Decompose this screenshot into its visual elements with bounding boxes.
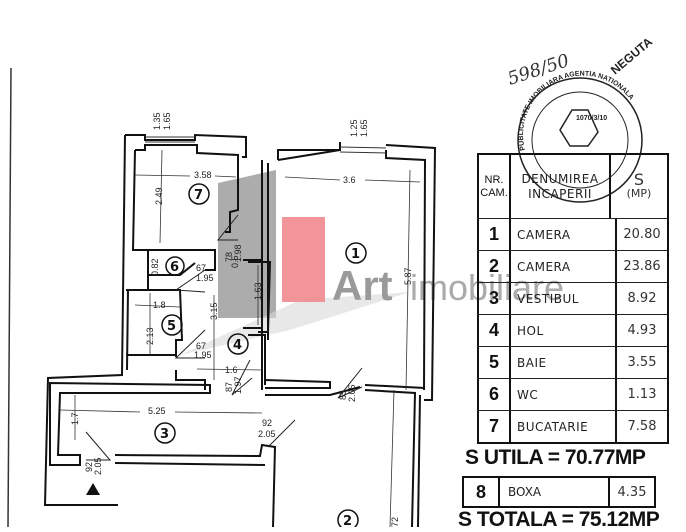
entrance-marker-icon [86, 483, 100, 495]
dim-room5-height: 2.13 [145, 327, 155, 345]
dim-room1-height: 5.87 [403, 267, 413, 285]
room-nr: 3 [479, 283, 511, 314]
door-label-top: 85 [338, 390, 348, 400]
room-area: 7.58 [627, 419, 657, 434]
rooms-table: NR. CAM. DENUMIREA INCAPERII S (MP) 1 CA… [477, 153, 669, 444]
room-area: 23.86 [623, 259, 661, 274]
window-label-a: 1.35 [152, 112, 162, 130]
dim-room3-width: 5.25 [148, 406, 166, 416]
room-name: BUCATARIE [511, 411, 617, 442]
table-row: 7 BUCATARIE 7.58 [479, 410, 667, 442]
header-denumire-line1: DENUMIREA [521, 171, 599, 186]
table-row: 1 CAMERA 20.80 [479, 218, 667, 250]
dim-room2: 72 [390, 517, 400, 527]
door-label-top: 67 [196, 263, 206, 273]
header-area-line1: S [633, 169, 645, 189]
page-edge-line [7, 67, 12, 527]
table-row: 5 BAIE 3.55 [479, 346, 667, 378]
dim-room7-width: 3.58 [194, 170, 212, 180]
table-row: 6 WC 1.13 [479, 378, 667, 410]
window-label-b: 1.65 [359, 119, 369, 137]
room-name: WC [511, 379, 617, 410]
windows [145, 136, 387, 154]
room-nr: 1 [479, 219, 511, 250]
door-swings [85, 214, 363, 461]
room-area: 4.93 [627, 323, 657, 338]
watermark-suffix: imobiliare [410, 267, 564, 308]
stamp-code: 1070/3/10 [576, 115, 607, 122]
room-number-5: 5 [167, 319, 176, 334]
room-number-1: 1 [351, 247, 360, 262]
room-number-3: 3 [160, 427, 169, 442]
door-label-bottom: 1.95 [194, 350, 212, 360]
window-label-b: 1.65 [162, 112, 172, 130]
walls [43, 133, 437, 527]
room-area: 20.80 [623, 227, 661, 242]
dim-room5-depth: 3.15 [209, 302, 219, 320]
table-row: 3 VESTIBUL 8.92 [479, 282, 667, 314]
door-label-top: 78 [224, 252, 234, 262]
watermark-red-block [282, 217, 325, 302]
dim-room5-width: 1.8 [153, 300, 166, 310]
room-markers: 7 1 6 5 4 3 2 [154, 183, 367, 527]
header-nr-line1: NR. [484, 173, 504, 186]
storage-area: 4.35 [617, 484, 647, 500]
door-label-top: 92 [84, 462, 94, 472]
door-label-bottom: 1.97 [233, 376, 243, 394]
handwritten-reference: 598/50 [505, 50, 572, 90]
door-label-bottom: 2.05 [258, 429, 276, 439]
room-nr: 5 [479, 347, 511, 378]
watermark-brand: Art [332, 262, 393, 309]
dimension-lines [59, 149, 421, 527]
door-label-bottom: 2.05 [93, 457, 103, 475]
table-row: 4 HOL 4.93 [479, 314, 667, 346]
room-area: 1.13 [627, 387, 657, 402]
room-nr: 7 [479, 411, 511, 442]
door-label-top: 92 [262, 418, 272, 428]
room-name: CAMERA [511, 251, 617, 282]
dim-room7-height: 2.49 [154, 187, 164, 205]
room-nr: 4 [479, 315, 511, 346]
room-area: 8.92 [627, 291, 657, 306]
storage-nr: 8 [464, 478, 500, 506]
header-nr-line2: CAM. [480, 186, 508, 199]
dim-room4-width: 1.6 [225, 365, 238, 375]
table-header: NR. CAM. DENUMIREA INCAPERII S (MP) [479, 155, 667, 218]
window-label-a: 1.25 [349, 119, 359, 137]
table-row: 2 CAMERA 23.86 [479, 250, 667, 282]
room-name: VESTIBUL [511, 283, 617, 314]
room-number-6: 6 [170, 260, 179, 275]
dim-room6: 0.82 [150, 258, 160, 276]
stamp-outer-text: PUBLICITATE IMOBILIARA AGENTIA NATIONALA [518, 71, 635, 152]
door-label-top: 67 [196, 341, 206, 351]
door-label-bottom: 2.05 [347, 384, 357, 402]
storage-name: BOXA [500, 478, 610, 506]
usable-area-total: S UTILA = 70.77MP [465, 446, 646, 469]
header-denumire-line2: INCAPERII [528, 186, 592, 201]
room-name: HOL [511, 315, 617, 346]
total-area: S TOTALA = 75.12MP [458, 508, 660, 531]
room-nr: 6 [479, 379, 511, 410]
dim-room4-height: 1.63 [253, 282, 263, 300]
room-area: 3.55 [627, 355, 657, 370]
room-nr: 2 [479, 251, 511, 282]
room-name: BAIE [511, 347, 617, 378]
watermark-shadow [180, 292, 410, 355]
dim-room1-width: 3.6 [343, 175, 356, 185]
dim-room3-height: 1.7 [70, 412, 80, 425]
storage-row: 8 BOXA 4.35 [462, 476, 656, 508]
room-name: CAMERA [511, 219, 617, 250]
header-area-line2: (MP) [626, 186, 652, 200]
room-number-4: 4 [233, 338, 242, 353]
door-label-bottom: 1.98 [233, 244, 243, 262]
header-denumire: DENUMIREA INCAPERII [511, 155, 611, 218]
door-label-bottom: 1.95 [196, 273, 214, 283]
door-label-top: 87 [224, 382, 234, 392]
dim-extra: 0.5 [230, 255, 240, 268]
stamp-name: NEGUTA [608, 34, 655, 77]
header-area: S (MP) [611, 155, 667, 218]
room-number-7: 7 [194, 188, 203, 203]
room-number-2: 2 [343, 514, 352, 527]
header-nr: NR. CAM. [479, 155, 511, 218]
